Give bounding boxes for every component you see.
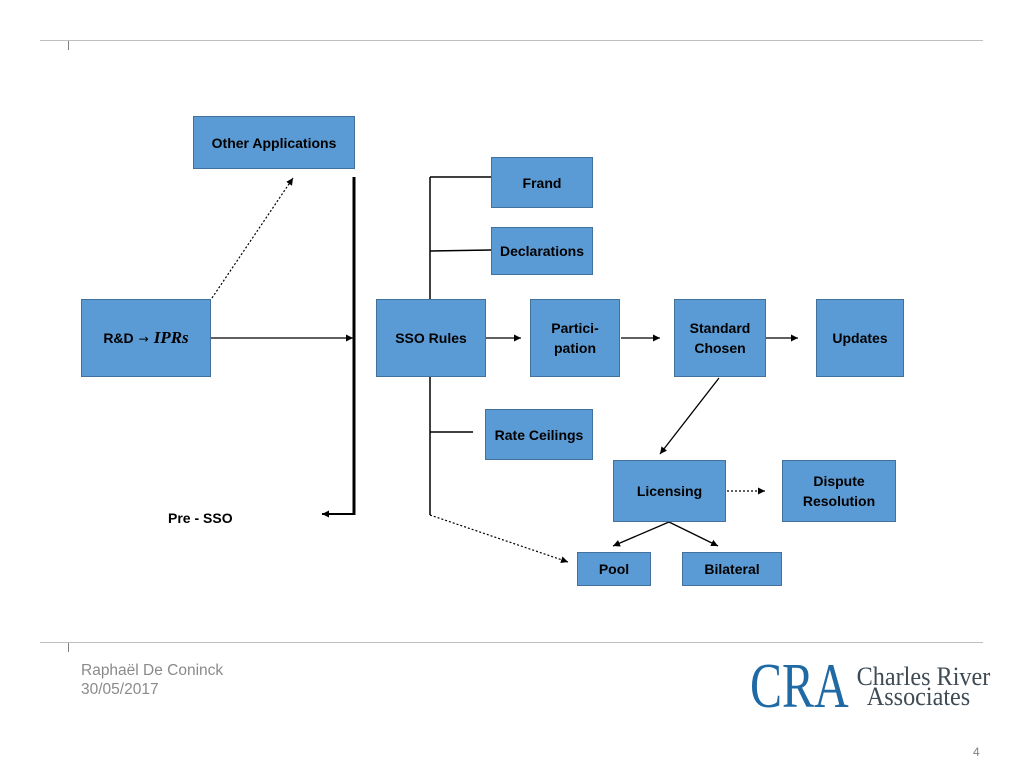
box-label-line: Partici-: [551, 320, 599, 336]
edge-licensing-to-pool: [612, 521, 670, 547]
edge-rd-to-other-applications: [211, 177, 294, 299]
box-label: Rate Ceilings: [494, 426, 584, 443]
box-label: Updates: [832, 330, 888, 346]
box-sso-rules: SSO Rules: [376, 299, 486, 377]
edge-licensing-to-bilateral: [668, 521, 719, 547]
box-label: Frand: [522, 174, 562, 191]
box-label-line: Chosen: [694, 340, 746, 356]
right-arrow-icon: →: [138, 331, 149, 346]
rd-text: R&D: [103, 329, 134, 346]
box-label: SSO Rules: [395, 330, 467, 346]
box-bilateral: Bilateral: [682, 552, 782, 586]
edge-bracket-to-pool: [429, 514, 569, 564]
box-label-line: Resolution: [802, 493, 876, 509]
box-label-line: Dispute: [813, 473, 865, 489]
logo-mark: CRA: [750, 650, 849, 721]
footer-author: Raphaël De Coninck: [81, 662, 224, 679]
box-label: Bilateral: [704, 561, 760, 577]
box-label: Pool: [598, 561, 630, 577]
top-rule-tick: [68, 41, 69, 50]
box-label-line: Standard: [689, 320, 751, 336]
box-dispute-resolution: Dispute Resolution: [782, 460, 896, 522]
box-licensing: Licensing: [613, 460, 726, 522]
box-label-line: pation: [554, 340, 596, 356]
box-frand: Frand: [491, 157, 593, 208]
box-other-applications: Other Applications: [193, 116, 355, 169]
logo-name-line2: Associates: [866, 682, 971, 711]
box-rate-ceilings: Rate Ceilings: [485, 409, 593, 460]
bottom-rule: [40, 642, 983, 643]
page-number: 4: [973, 745, 980, 759]
box-rd-iprs: R&D → IPRs: [81, 299, 211, 377]
box-standard-chosen: Standard Chosen: [674, 299, 766, 377]
footer-date: 30/05/2017: [81, 681, 159, 698]
edge-standard-to-licensing: [659, 377, 720, 455]
box-updates: Updates: [816, 299, 904, 377]
cra-logo: CRA Charles River Associates: [750, 654, 991, 718]
logo-name-line1: Charles River: [856, 662, 991, 691]
bottom-rule-tick: [68, 643, 69, 652]
box-declarations: Declarations: [491, 227, 593, 275]
iprs-math: IPRs: [153, 327, 189, 347]
top-rule: [40, 40, 983, 41]
pre-sso-label: Pre - SSO: [168, 510, 233, 526]
box-participation: Partici- pation: [530, 299, 620, 377]
box-label: Declarations: [499, 243, 585, 259]
box-pool: Pool: [577, 552, 651, 586]
rd-iprs-label: R&D → IPRs: [103, 328, 188, 349]
box-label: Other Applications: [211, 134, 337, 151]
box-label: Licensing: [636, 483, 703, 499]
edge-bracket-to-declarations: [429, 249, 492, 252]
